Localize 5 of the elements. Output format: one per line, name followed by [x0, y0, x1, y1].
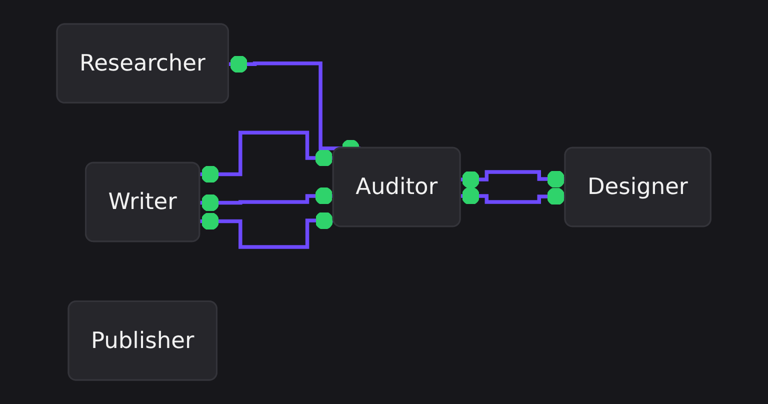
connector [200, 186, 334, 212]
connector [200, 211, 334, 249]
connector [200, 130, 334, 184]
connector [460, 186, 566, 206]
connector [460, 170, 566, 189]
